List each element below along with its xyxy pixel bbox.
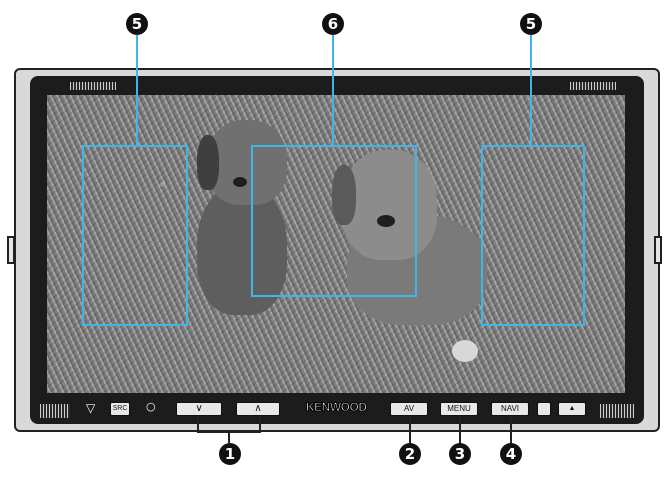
blank-button[interactable] (537, 402, 551, 416)
leader-5-right (530, 35, 532, 145)
right-dog-ear (332, 165, 356, 225)
right-dog-head (342, 150, 437, 260)
src-button[interactable]: SRC (110, 402, 130, 416)
leader-4 (510, 416, 512, 444)
left-dog-nose (233, 177, 247, 187)
callout-1: 1 (219, 443, 241, 465)
attenuate-icon[interactable]: ▽ (86, 401, 96, 415)
callout-6: 6 (322, 13, 344, 35)
left-dog-head (207, 120, 287, 205)
bottom-right-vent (600, 404, 634, 418)
right-side-tab (654, 236, 662, 264)
left-side-tab (7, 236, 15, 264)
center-touch-zone[interactable] (251, 145, 417, 297)
callout-5-right: 5 (520, 13, 542, 35)
bracket-left-tick (197, 416, 199, 432)
up-button[interactable]: ∧ (236, 402, 280, 416)
eject-button[interactable]: ▲ (558, 402, 586, 416)
leader-2 (409, 416, 411, 444)
left-dog-ear (197, 135, 219, 190)
left-dog-body (197, 185, 287, 315)
grass-texture (47, 95, 625, 393)
kenwood-logo: KENWOOD (306, 400, 368, 415)
down-button[interactable]: ∨ (176, 402, 222, 416)
right-dog-nose (377, 215, 395, 227)
navi-button[interactable]: NAVI (491, 402, 529, 416)
leader-3 (459, 416, 461, 444)
bottom-left-vent (40, 404, 70, 418)
callout-4: 4 (500, 443, 522, 465)
bracket-right-tick (259, 416, 261, 432)
top-left-vent (70, 82, 116, 90)
callout-3: 3 (449, 443, 471, 465)
callout-5-left: 5 (126, 13, 148, 35)
left-touch-zone[interactable] (82, 145, 188, 326)
leader-5-left (136, 35, 138, 145)
top-right-vent (570, 82, 616, 90)
grass-background (47, 95, 625, 393)
reset-button[interactable]: ○ (146, 400, 156, 413)
leader-6 (332, 35, 334, 145)
leader-1 (228, 431, 230, 443)
display-screen[interactable] (47, 95, 625, 393)
av-button[interactable]: AV (390, 402, 428, 416)
menu-button[interactable]: MENU (440, 402, 478, 416)
ball (452, 340, 478, 362)
right-touch-zone[interactable] (481, 145, 585, 326)
callout-2: 2 (399, 443, 421, 465)
